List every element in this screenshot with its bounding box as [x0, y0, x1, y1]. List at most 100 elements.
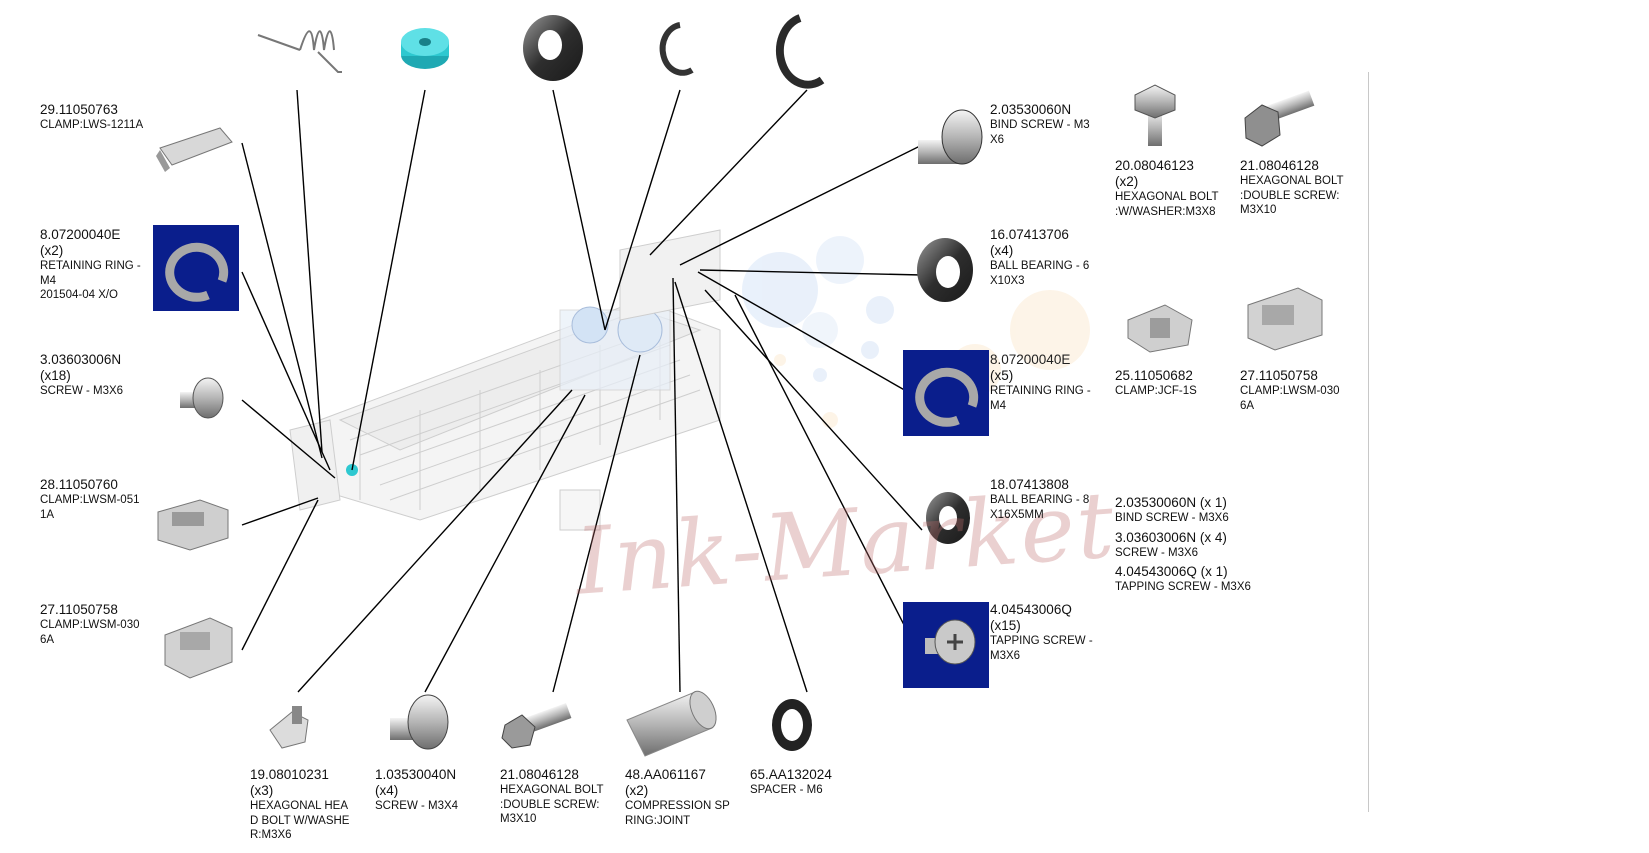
- part-quantity: (x2): [1115, 174, 1139, 189]
- washer-icon: [523, 15, 583, 81]
- part-label: 29.11050763 CLAMP:LWS-1211A: [40, 102, 143, 133]
- part-label: 21.08046128 HEXAGONAL BOLT :DOUBLE SCREW…: [500, 767, 604, 827]
- part-label: 20.08046123 (x2) HEXAGONAL BOLT :W/WASHE…: [1115, 158, 1219, 219]
- kit-item-number: 3.03603006N (x 4): [1115, 529, 1227, 545]
- part-quantity: (x2): [40, 243, 64, 258]
- part-label: 25.11050682 CLAMP:JCF-1S: [1115, 368, 1197, 399]
- kit-item-description: SCREW - M3X6: [1115, 546, 1199, 559]
- part-number: 29.11050763: [40, 102, 118, 117]
- leader-lines: [241, 89, 923, 693]
- part-description: CLAMP:LWS-1211A: [40, 119, 144, 131]
- part-number: 19.08010231: [250, 767, 329, 782]
- part-description: BALL BEARING - 8 X16X5MM: [990, 494, 1090, 521]
- bind-screw-icon: [918, 109, 983, 165]
- part-quantity: (x4): [375, 783, 399, 798]
- screw-m3x4-icon: [390, 694, 449, 750]
- e-ring-small-icon: [659, 22, 694, 76]
- part-label: 19.08010231 (x3) HEXAGONAL HEA D BOLT W/…: [250, 767, 349, 843]
- kit-item-number: 4.04543006Q (x 1): [1115, 564, 1228, 579]
- part-number: 28.11050760: [40, 477, 118, 492]
- part-description: SPACER - M6: [750, 784, 823, 796]
- part-description: HEXAGONAL BOLT :W/WASHER:M3X8: [1115, 191, 1219, 218]
- part-label: 48.AA061167 (x2) COMPRESSION SP RING:JOI…: [625, 767, 730, 828]
- part-number: 4.04543006Q: [990, 602, 1072, 617]
- clamp-jcf-icon: [1127, 304, 1193, 353]
- retaining-ring-right-icon: [915, 367, 979, 427]
- part-label: 2.03530060N BIND SCREW - M3 X6: [990, 102, 1090, 147]
- part-quantity: (x18): [40, 368, 71, 383]
- tapping-screw-box: [903, 602, 989, 688]
- part-number: 25.11050682: [1115, 368, 1193, 383]
- part-description: SCREW - M3X4: [375, 800, 459, 812]
- part-label: 27.11050758 CLAMP:LWSM-030 6A: [1240, 368, 1339, 413]
- kit-item-description: BIND SCREW - M3X6: [1115, 512, 1229, 524]
- part-description: HEXAGONAL HEA D BOLT W/WASHE R:M3X6: [250, 800, 350, 841]
- part-description: CLAMP:LWSM-030 6A: [40, 619, 140, 646]
- e-ring-large-icon: [775, 14, 825, 89]
- part-label: 1.03530040N (x4) SCREW - M3X4: [375, 767, 458, 814]
- kit-item-description: TAPPING SCREW - M3X6: [1115, 581, 1251, 593]
- clamp-lwsm-030-far-icon: [1247, 287, 1323, 351]
- part-number: 2.03530060N: [990, 102, 1072, 117]
- hex-bolt-m3x10-icon: [1244, 90, 1315, 147]
- clamp-lws-icon: [156, 127, 233, 172]
- hex-bolt-double-icon: [501, 702, 572, 749]
- part-number: 65.AA132024: [750, 767, 832, 782]
- part-quantity: (x4): [990, 243, 1014, 258]
- ball-bearing-8x16-icon: [926, 492, 970, 544]
- part-number: 18.07413808: [990, 477, 1069, 492]
- part-label: 65.AA132024 SPACER - M6: [750, 767, 832, 798]
- clamp-lwsm-051-icon: [157, 499, 229, 551]
- hex-bolt-washer-icon: [269, 706, 309, 749]
- part-label: 21.08046128 HEXAGONAL BOLT :DOUBLE SCREW…: [1240, 158, 1344, 218]
- part-description: COMPRESSION SP RING:JOINT: [625, 800, 730, 827]
- part-quantity: (x15): [990, 618, 1021, 633]
- part-description: RETAINING RING - M4: [990, 385, 1091, 412]
- part-label: 27.11050758 CLAMP:LWSM-030 6A: [40, 602, 139, 647]
- tapping-screw-icon: [925, 619, 976, 665]
- part-label: 8.07200040E (x5) RETAINING RING - M4: [990, 352, 1091, 413]
- part-number: 8.07200040E: [40, 227, 121, 242]
- spacer-icon: [772, 699, 812, 751]
- part-number: 27.11050758: [1240, 368, 1318, 383]
- hex-bolt-washer-m3x8-icon: [1134, 84, 1176, 146]
- gear-icon: [401, 28, 449, 69]
- part-quantity: (x3): [250, 783, 274, 798]
- part-description: HEXAGONAL BOLT :DOUBLE SCREW: M3X10: [500, 784, 604, 825]
- part-label: 18.07413808 BALL BEARING - 8 X16X5MM: [990, 477, 1089, 522]
- retaining-ring-right-box: [903, 350, 989, 436]
- section-divider: [1368, 72, 1369, 812]
- part-quantity: (x5): [990, 368, 1014, 383]
- part-description: CLAMP:LWSM-030 6A: [1240, 385, 1340, 412]
- part-description: HEXAGONAL BOLT :DOUBLE SCREW: M3X10: [1240, 175, 1344, 216]
- part-quantity: (x2): [625, 783, 649, 798]
- clamp-lwsm-030-icon: [164, 617, 233, 679]
- part-number: 21.08046128: [1240, 158, 1319, 173]
- part-description: TAPPING SCREW - M3X6: [990, 635, 1093, 662]
- part-number: 21.08046128: [500, 767, 579, 782]
- retaining-ring-left-icon: [165, 242, 229, 302]
- part-description: SCREW - M3X6: [40, 385, 124, 397]
- part-number: 8.07200040E: [990, 352, 1071, 367]
- part-description: BIND SCREW - M3 X6: [990, 119, 1090, 146]
- part-description: BALL BEARING - 6 X10X3: [990, 260, 1090, 287]
- part-number: 48.AA061167: [625, 767, 706, 782]
- spring-icon: [257, 30, 342, 73]
- part-description: CLAMP:LWSM-051 1A: [40, 494, 140, 521]
- part-number: 27.11050758: [40, 602, 118, 617]
- retaining-ring-left-box: [153, 225, 239, 311]
- part-label: 4.04543006Q (x15) TAPPING SCREW - M3X6: [990, 602, 1093, 663]
- ball-bearing-6x10-icon: [917, 238, 973, 302]
- main-assembly: [289, 229, 721, 531]
- part-label: 3.03603006N (x18) SCREW - M3X6: [40, 352, 123, 399]
- screw-icon: [180, 377, 224, 419]
- compression-spring-icon: [626, 690, 717, 757]
- kit-list: 2.03530060N (x 1) BIND SCREW - M3X6 3.03…: [1115, 495, 1251, 595]
- part-description: CLAMP:JCF-1S: [1115, 385, 1197, 397]
- part-label: 8.07200040E (x2) RETAINING RING - M4 201…: [40, 227, 141, 303]
- part-number: 16.07413706: [990, 227, 1069, 242]
- part-description: RETAINING RING - M4 201504-04 X/O: [40, 260, 141, 301]
- part-number: 20.08046123: [1115, 158, 1194, 173]
